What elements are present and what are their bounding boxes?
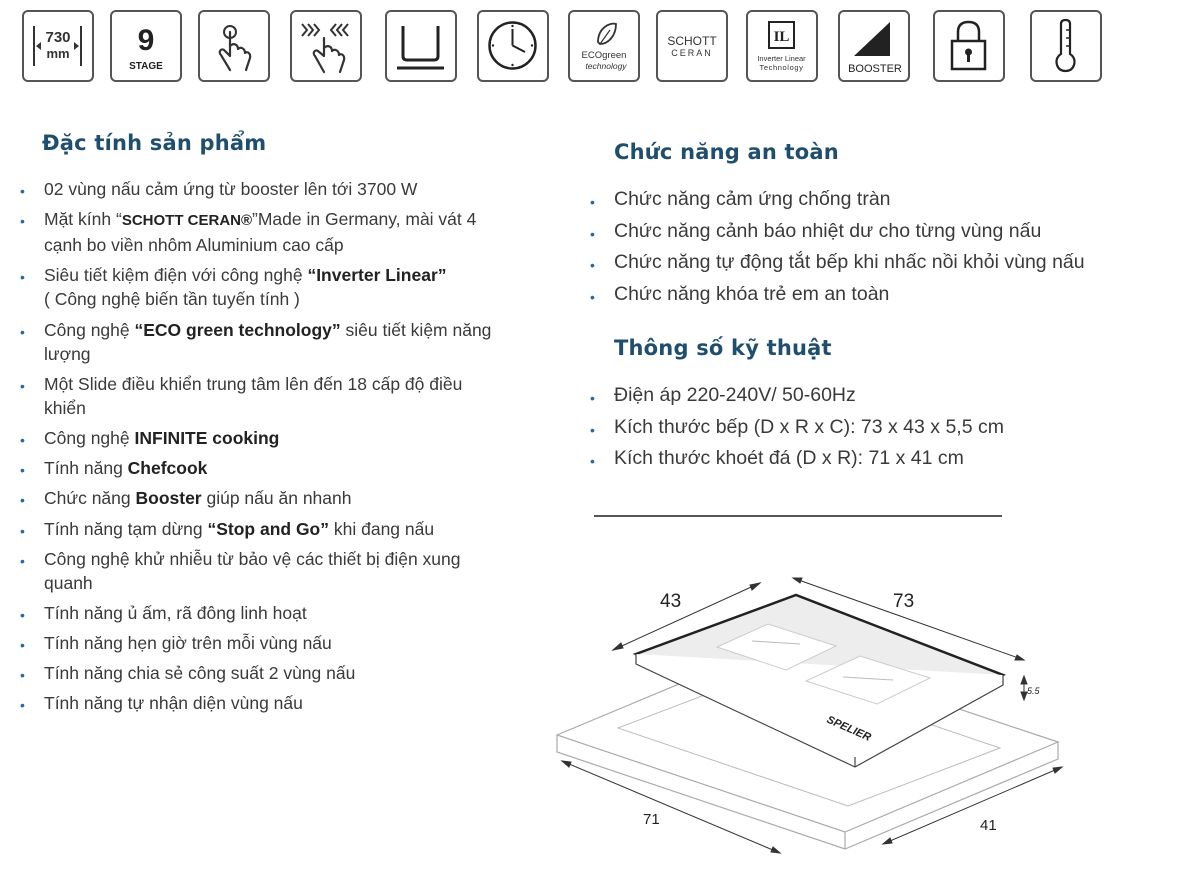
svg-text:ECOgreen: ECOgreen — [582, 50, 627, 61]
booster-icon: BOOSTER — [838, 10, 910, 82]
pot-detection-icon — [385, 10, 457, 82]
divider — [594, 515, 1002, 517]
list-item: Chức năng khóa trẻ em an toàn — [590, 282, 1150, 309]
dimension-label-71: 71 — [643, 811, 660, 828]
touch-control-icon — [198, 10, 270, 82]
specs-list: Điện áp 220-240V/ 50-60Hz Kích thước bếp… — [590, 383, 1150, 478]
schott-ceran-icon: SCHOTT CERAN — [656, 10, 728, 82]
list-item: Chức năng Booster giúp nấu ăn nhanh — [20, 486, 505, 512]
safety-heading: Chức năng an toàn — [614, 140, 839, 164]
dimension-label-73: 73 — [893, 591, 914, 612]
svg-text:Technology: Technology — [760, 63, 804, 72]
hob-dimension-diagram: SPELIER 43 73 5.5 71 41 — [555, 577, 1064, 854]
svg-text:9: 9 — [138, 24, 155, 57]
size-730mm-icon: 730 mm — [22, 10, 94, 82]
features-heading: Đặc tính sản phẩm — [42, 131, 267, 155]
list-item: Tính năng tự nhận diện vùng nấu — [20, 691, 505, 717]
list-item: Kích thước bếp (D x R x C): 73 x 43 x 5,… — [590, 415, 1150, 442]
svg-text:IL: IL — [774, 29, 790, 45]
slide-control-icon — [290, 10, 362, 82]
dimension-label-43: 43 — [660, 591, 681, 612]
svg-text:mm: mm — [46, 46, 69, 61]
svg-text:Inverter Linear: Inverter Linear — [757, 54, 806, 63]
list-item: Tính năng tạm dừng “Stop and Go” khi đan… — [20, 517, 505, 543]
list-item: Tính năng chia sẻ công suất 2 vùng nấu — [20, 661, 505, 687]
dimension-label-41: 41 — [980, 817, 997, 834]
list-item: Chức năng tự động tắt bếp khi nhấc nồi k… — [590, 250, 1150, 277]
list-item: Mặt kính “SCHOTT CERAN®”Made in Germany,… — [20, 207, 505, 257]
svg-text:CERAN: CERAN — [671, 48, 713, 58]
list-item: Siêu tiết kiệm điện với công nghệ “Inver… — [20, 263, 505, 311]
nine-stage-icon: 9 STAGE — [110, 10, 182, 82]
eco-green-technology-icon: ECOgreen technology — [568, 10, 640, 82]
list-item: Điện áp 220-240V/ 50-60Hz — [590, 383, 1150, 410]
svg-text:SCHOTT: SCHOTT — [667, 34, 717, 48]
residual-heat-thermometer-icon — [1030, 10, 1102, 82]
list-item: Tính năng Chefcook — [20, 456, 505, 482]
features-list: 02 vùng nấu cảm ứng từ booster lên tới 3… — [20, 177, 505, 722]
safety-list: Chức năng cảm ứng chống tràn Chức năng c… — [590, 187, 1150, 313]
list-item: Công nghệ INFINITE cooking — [20, 426, 505, 452]
specs-heading: Thông số kỹ thuật — [614, 336, 832, 360]
list-item: Công nghệ “ECO green technology” siêu ti… — [20, 318, 505, 366]
list-item: Tính năng ủ ấm, rã đông linh hoạt — [20, 601, 505, 627]
list-item: 02 vùng nấu cảm ứng từ booster lên tới 3… — [20, 177, 505, 203]
svg-text:BOOSTER: BOOSTER — [848, 63, 902, 75]
list-item: Một Slide điều khiển trung tâm lên đến 1… — [20, 372, 505, 420]
list-item: Tính năng hẹn giờ trên mỗi vùng nấu — [20, 631, 505, 657]
cooking-zone-right — [804, 655, 932, 705]
cooking-zone-left — [715, 623, 838, 671]
feature-icon-bar: 730 mm 9 STAGE — [0, 0, 1181, 95]
list-item: Công nghệ khử nhiễu từ bảo vệ các thiết … — [20, 547, 505, 595]
svg-text:technology: technology — [585, 61, 627, 71]
svg-text:730: 730 — [45, 29, 70, 46]
inverter-linear-icon: IL Inverter Linear Technology — [746, 10, 818, 82]
svg-text:STAGE: STAGE — [129, 61, 163, 72]
child-lock-icon — [933, 10, 1005, 82]
list-item: Kích thước khoét đá (D x R): 71 x 41 cm — [590, 446, 1150, 473]
dimension-label-5-5: 5.5 — [1027, 686, 1041, 696]
list-item: Chức năng cảnh báo nhiệt dư cho từng vùn… — [590, 219, 1150, 246]
list-item: Chức năng cảm ứng chống tràn — [590, 187, 1150, 214]
timer-clock-icon — [477, 10, 549, 82]
